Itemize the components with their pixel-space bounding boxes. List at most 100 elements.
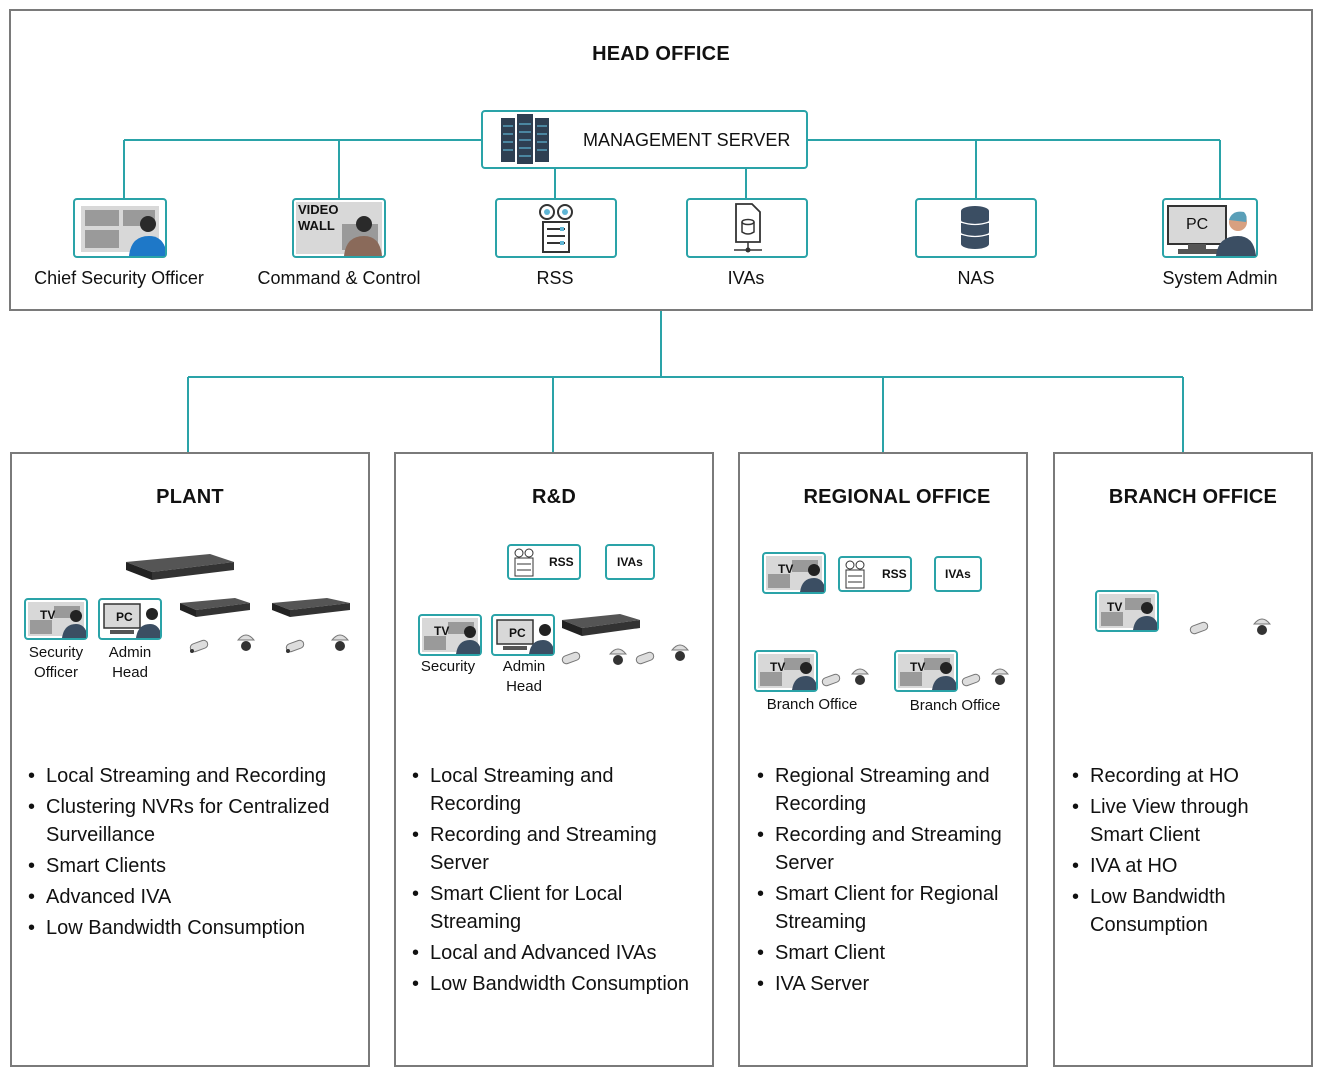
- dome-camera-icon: [670, 644, 690, 661]
- rss-server-icon: [845, 560, 865, 589]
- list-item: Low Bandwidth Consumption: [412, 970, 697, 998]
- bullet-camera-icon: [1189, 621, 1209, 635]
- rnd-title: R&D: [532, 486, 576, 508]
- bullet-camera-icon: [189, 639, 209, 653]
- tv-tag: TV: [40, 608, 56, 622]
- rss-server-icon: [514, 548, 534, 577]
- dome-camera-icon: [608, 648, 628, 665]
- list-item: Advanced IVA: [28, 883, 363, 911]
- branch-office-title: BRANCH OFFICE: [1108, 486, 1278, 508]
- branch-tv-node-2[interactable]: TV: [894, 650, 958, 692]
- branch-office-label-1: Branch Office: [766, 696, 858, 713]
- rss-label: RSS: [536, 268, 574, 288]
- nas-node[interactable]: [915, 198, 1037, 258]
- plant-bullet-list: Local Streaming and Recording Clustering…: [28, 762, 363, 945]
- tv-viewer-icon: [766, 556, 824, 592]
- video-wall-line-1: VIDEO: [298, 202, 339, 217]
- dome-camera-icon: [236, 634, 256, 651]
- nas-label: NAS: [957, 268, 995, 288]
- list-item: Smart Client for Regional Streaming: [757, 880, 1027, 936]
- list-item: Low Bandwidth Consumption: [1072, 883, 1302, 939]
- pc-admin-icon: [496, 619, 553, 654]
- rnd-bullet-list: Local Streaming and Recording Recording …: [412, 762, 697, 1001]
- list-item: Smart Client: [757, 939, 1027, 967]
- head-office-title: HEAD OFFICE: [592, 43, 730, 65]
- management-server-label: MANAGEMENT SERVER: [583, 130, 791, 150]
- list-item: Local Streaming and Recording: [412, 762, 697, 818]
- list-item: Recording and Streaming Server: [412, 821, 697, 877]
- bullet-camera-icon: [821, 673, 841, 687]
- branch-bullet-list: Recording at HO Live View through Smart …: [1072, 762, 1302, 942]
- pc-tag: PC: [509, 626, 526, 640]
- tv-tag: TV: [434, 624, 450, 638]
- dome-camera-icon: [1252, 618, 1272, 635]
- rss-node[interactable]: [495, 198, 617, 258]
- ivas-tag: IVAs: [945, 567, 971, 581]
- tv-viewer-icon: [422, 618, 480, 654]
- list-item: IVA Server: [757, 970, 1027, 998]
- regional-office-title: REGIONAL OFFICE: [803, 486, 991, 508]
- rnd-rss-node[interactable]: RSS: [507, 544, 581, 580]
- pc-screen-text: PC: [1186, 216, 1209, 233]
- list-item: Low Bandwidth Consumption: [28, 914, 363, 942]
- rnd-viewer-label-2: Admin Head: [502, 658, 546, 695]
- branch-tv-node-1[interactable]: TV: [754, 650, 818, 692]
- tv-tag: TV: [778, 562, 794, 576]
- ivas-node[interactable]: [686, 198, 808, 258]
- list-item: Live View through Smart Client: [1072, 793, 1302, 849]
- tv-tag: TV: [770, 660, 786, 674]
- plant-viewer-label-2: Admin Head: [108, 644, 152, 681]
- chief-security-officer-node[interactable]: [73, 198, 167, 258]
- regional-rss-node[interactable]: RSS: [838, 556, 912, 592]
- branch-office-panel: [1053, 452, 1313, 1067]
- nvr-small-icon-1: [180, 598, 250, 617]
- video-wall-line-2: WALL: [298, 218, 335, 233]
- list-item: Local and Advanced IVAs: [412, 939, 697, 967]
- tv-viewer-icon: [898, 654, 956, 690]
- rnd-tv-node[interactable]: TV: [418, 614, 482, 656]
- bullet-camera-icon: [285, 639, 305, 653]
- plant-pc-node[interactable]: PC: [98, 598, 162, 640]
- system-admin-node[interactable]: PC: [1162, 198, 1258, 258]
- monitor-person-icon: [81, 206, 165, 256]
- bullet-camera-icon: [561, 651, 581, 665]
- tv-tag: TV: [1107, 600, 1123, 614]
- rnd-ivas-node[interactable]: IVAs: [605, 544, 655, 580]
- tv-tag: TV: [910, 660, 926, 674]
- regional-ivas-node[interactable]: IVAs: [934, 556, 982, 592]
- list-item: Regional Streaming and Recording: [757, 762, 1027, 818]
- rnd-pc-node[interactable]: PC: [491, 614, 555, 656]
- server-rack-icon: [501, 114, 549, 164]
- nvr-device-icon: [126, 554, 234, 580]
- command-control-label: Command & Control: [257, 268, 421, 288]
- regional-bullet-list: Regional Streaming and Recording Recordi…: [757, 762, 1027, 1001]
- video-wall-icon: [296, 202, 382, 256]
- tv-viewer-icon: [758, 654, 816, 690]
- pc-admin-icon: [1167, 205, 1256, 256]
- ivas-tag: IVAs: [617, 555, 643, 569]
- branch-tv-node[interactable]: TV: [1095, 590, 1159, 632]
- tv-viewer-icon: [1099, 594, 1157, 630]
- rss-tag: RSS: [882, 567, 907, 581]
- regional-tv-node[interactable]: TV: [762, 552, 826, 594]
- plant-title: PLANT: [156, 486, 224, 508]
- pc-admin-icon: [103, 603, 160, 638]
- management-server-box[interactable]: MANAGEMENT SERVER: [481, 110, 808, 169]
- list-item: Recording at HO: [1072, 762, 1302, 790]
- system-admin-label: System Admin: [1162, 268, 1278, 288]
- plant-panel: [10, 452, 370, 1067]
- list-item: IVA at HO: [1072, 852, 1302, 880]
- plant-tv-node[interactable]: TV: [24, 598, 88, 640]
- database-icon: [960, 206, 990, 249]
- nvr-small-icon-2: [272, 598, 350, 617]
- pc-tag: PC: [116, 610, 133, 624]
- nvr-device-icon: [562, 614, 640, 636]
- list-item: Smart Clients: [28, 852, 363, 880]
- document-database-icon: [734, 203, 762, 253]
- command-control-node[interactable]: VIDEO WALL: [292, 198, 386, 258]
- rnd-viewer-label-1: Security: [420, 658, 476, 675]
- list-item: Clustering NVRs for Centralized Surveill…: [28, 793, 363, 849]
